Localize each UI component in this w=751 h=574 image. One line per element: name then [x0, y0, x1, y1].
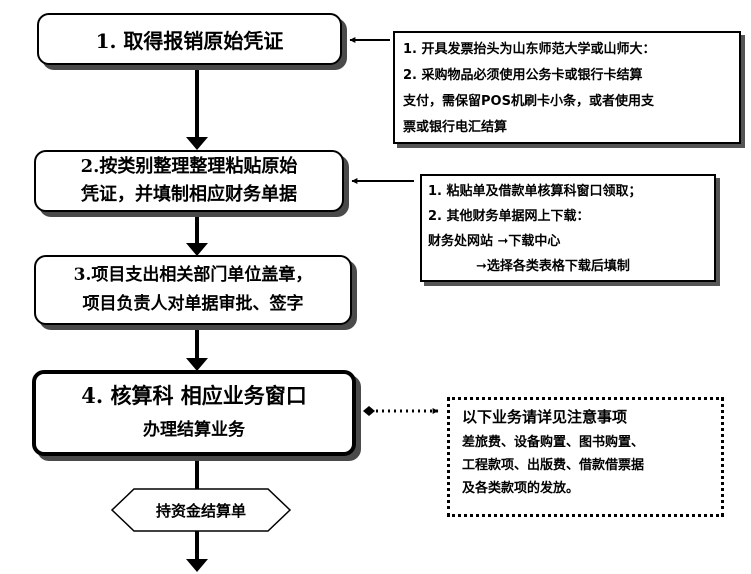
note-business-heading: 以下业务请详见注意事项 [462, 408, 628, 426]
note-business-items: 以下业务请详见注意事项 差旅费、设备购置、图书购置、 工程款项、出版费、借款借票… [447, 397, 724, 517]
note-invoice-line-2: 2. 采购物品必须使用公务卡或银行卡结算 [403, 68, 643, 83]
flow-arrow-decision-out [186, 531, 208, 572]
note-forms-line-1: 1. 粘贴单及借款单核算科窗口领取； [428, 184, 642, 199]
note-invoice-requirements: 1. 开具发票抬头为山东师范大学或山师大： 2. 采购物品必须使用公务卡或银行卡… [393, 31, 741, 144]
decision-hexagon: 持资金结算单 [110, 487, 292, 533]
note-business-line-2: 工程款项、出版费、借款借票据 [462, 458, 645, 473]
note-forms: 1. 粘贴单及借款单核算科窗口领取； 2. 其他财务单据网上下载： 财务处网站 … [420, 174, 716, 282]
note-arrow-3 [363, 406, 439, 416]
note-forms-line-2: 2. 其他财务单据网上下载： [428, 209, 590, 224]
step-1-box: 1. 取得报销原始凭证 [37, 13, 342, 65]
note-forms-line-4: ➞选择各类表格下载后填制 [476, 259, 630, 274]
step-2-line-2: 凭证，并填制相应财务单据 [81, 184, 297, 205]
hexagon-shape [110, 488, 292, 532]
note-business-line-1: 差旅费、设备购置、图书购置、 [462, 435, 645, 450]
step-1-text: 1. 取得报销原始凭证 [95, 28, 284, 53]
note-invoice-line-3: 支付，需保留POS机刷卡小条，或者使用支 [403, 94, 654, 109]
flow-arrow-1-2 [186, 70, 208, 150]
note-forms-line-3: 财务处网站 ➞下载中心 [428, 234, 561, 249]
step-3-line-2: 项目负责人对单据审批、签字 [82, 294, 304, 314]
step-2-line-1: 2.按类别整理整理粘贴原始 [80, 156, 298, 177]
decision-label: 持资金结算单 [155, 501, 246, 520]
flow-arrow-3-4 [186, 330, 208, 371]
note-business-line-3: 及各类款项的发放。 [462, 481, 580, 496]
step-4-line-2: 办理结算业务 [143, 420, 245, 440]
step-4-line-1: 4. 核算科 相应业务窗口 [81, 383, 307, 408]
flow-arrow-2-3 [186, 217, 208, 256]
step-3-box: 3.项目支出相关部门单位盖章， 项目负责人对单据审批、签字 [34, 255, 352, 325]
step-3-line-1: 3.项目支出相关部门单位盖章， [73, 265, 313, 285]
note-invoice-line-4: 票或银行电汇结算 [403, 120, 508, 135]
step-4-box: 4. 核算科 相应业务窗口 办理结算业务 [32, 370, 356, 456]
note-invoice-line-1: 1. 开具发票抬头为山东师范大学或山师大： [403, 42, 656, 57]
step-2-box: 2.按类别整理整理粘贴原始 凭证，并填制相应财务单据 [34, 150, 344, 212]
